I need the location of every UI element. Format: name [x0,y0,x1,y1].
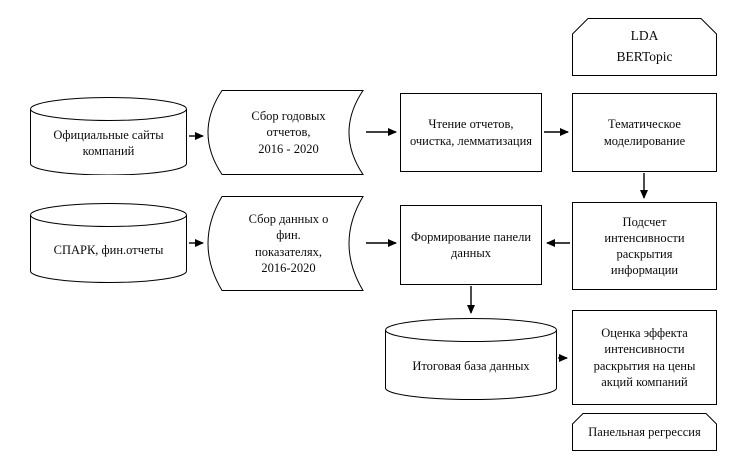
node-label: Итоговая база данных [412,358,530,373]
node-panel-forming: Формирование панели данных [400,205,542,285]
node-reading: Чтение отчетов, очистка, лемматизация [400,93,542,172]
node-label: Тематическое моделирование [603,117,686,148]
node-label: Подсчет интенсивности раскрытия информац… [604,214,685,278]
node-label: Официальные сайты компаний [53,127,164,158]
node-topic-modeling: Тематическое моделирование [572,93,717,172]
stored-data-shape [207,196,364,291]
node-final-db: Итоговая база данных [385,318,557,400]
node-collect-reports: Сбор годовых отчетов, 2016 - 2020 [207,90,364,175]
node-label: Панельная регрессия [588,424,701,439]
node-label: Сбор годовых отчетов, 2016 - 2020 [251,109,326,156]
node-panel-regression: Панельная регрессия [572,413,717,451]
database-cylinder-shape [30,203,187,283]
database-cylinder-shape [30,97,187,175]
node-official-sites: Официальные сайты компаний [30,97,187,175]
node-label: Формирование панели данных [410,229,532,260]
node-spark: СПАРК, фин.отчеты [30,203,187,283]
node-label: Оценка эффекта интенсивности раскрытия н… [593,326,696,389]
loop-limit-shape [572,413,717,451]
database-cylinder-shape [385,318,557,400]
node-collect-fin: Сбор данных о фин. показателях, 2016-202… [207,196,364,291]
node-label: СПАРК, фин.отчеты [53,242,164,257]
node-effect: Оценка эффекта интенсивности раскрытия н… [572,310,717,405]
node-lda-bertopic: LDA BERTopic [572,18,717,76]
node-label: Чтение отчетов, очистка, лемматизация [409,117,533,148]
stored-data-shape [207,90,364,175]
loop-limit-shape [572,18,717,76]
node-label: LDA BERTopic [616,28,673,64]
node-label: Сбор данных о фин. показателях, 2016-202… [248,212,329,275]
node-intensity: Подсчет интенсивности раскрытия информац… [572,202,717,290]
